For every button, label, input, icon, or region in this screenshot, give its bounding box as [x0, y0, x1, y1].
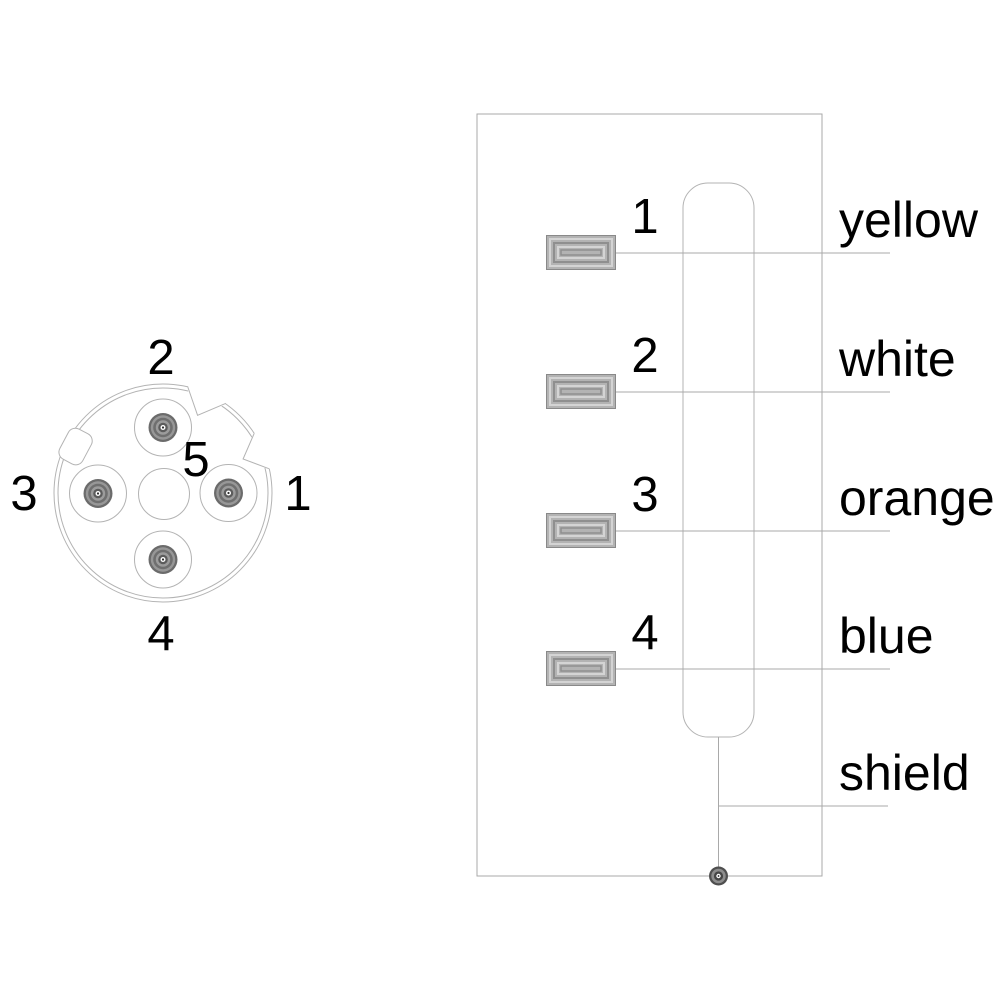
wiring-pin-number-1: 1: [631, 190, 659, 244]
terminal-pad-2: [545, 373, 617, 410]
connector-inner-rim: [57, 387, 269, 599]
connector-pin-label-5: 5: [182, 433, 210, 487]
wire-color-label-2: white: [839, 331, 956, 387]
wire-color-label-4: blue: [839, 608, 934, 664]
connector-pin-label-4: 4: [147, 607, 175, 661]
keying-notch-right-icon: [242, 430, 278, 470]
connector-body-outline: [476, 113, 823, 877]
wiring-pin-number-2: 2: [631, 329, 659, 383]
shield-ground-pin: [709, 866, 728, 886]
terminal-pad-4: [545, 650, 617, 687]
keying-notch-top-icon: [186, 378, 230, 417]
wiring-pin-number-3: 3: [631, 468, 659, 522]
connector-pin-label-2: 2: [147, 331, 175, 385]
pin-socket-2: [134, 398, 192, 457]
pin-socket-3: [69, 464, 127, 523]
shield-label: shield: [839, 745, 970, 801]
center-bore-5: [138, 468, 190, 520]
pin-socket-1: [199, 464, 258, 522]
connector-face-drawing: [53, 378, 278, 603]
keying-notch-left-icon: [58, 427, 93, 466]
wire-color-label-1: yellow: [839, 192, 978, 248]
pin-socket-4: [134, 530, 192, 589]
cable-core-outline: [682, 182, 755, 738]
connector-pin-label-3: 3: [10, 467, 38, 521]
terminal-pad-1: [545, 234, 617, 271]
wiring-drawing: [476, 113, 890, 886]
wire-color-label-3: orange: [839, 470, 995, 526]
terminal-pad-3: [545, 512, 617, 549]
connector-pin-label-1: 1: [284, 467, 312, 521]
wiring-pin-number-4: 4: [631, 606, 659, 660]
